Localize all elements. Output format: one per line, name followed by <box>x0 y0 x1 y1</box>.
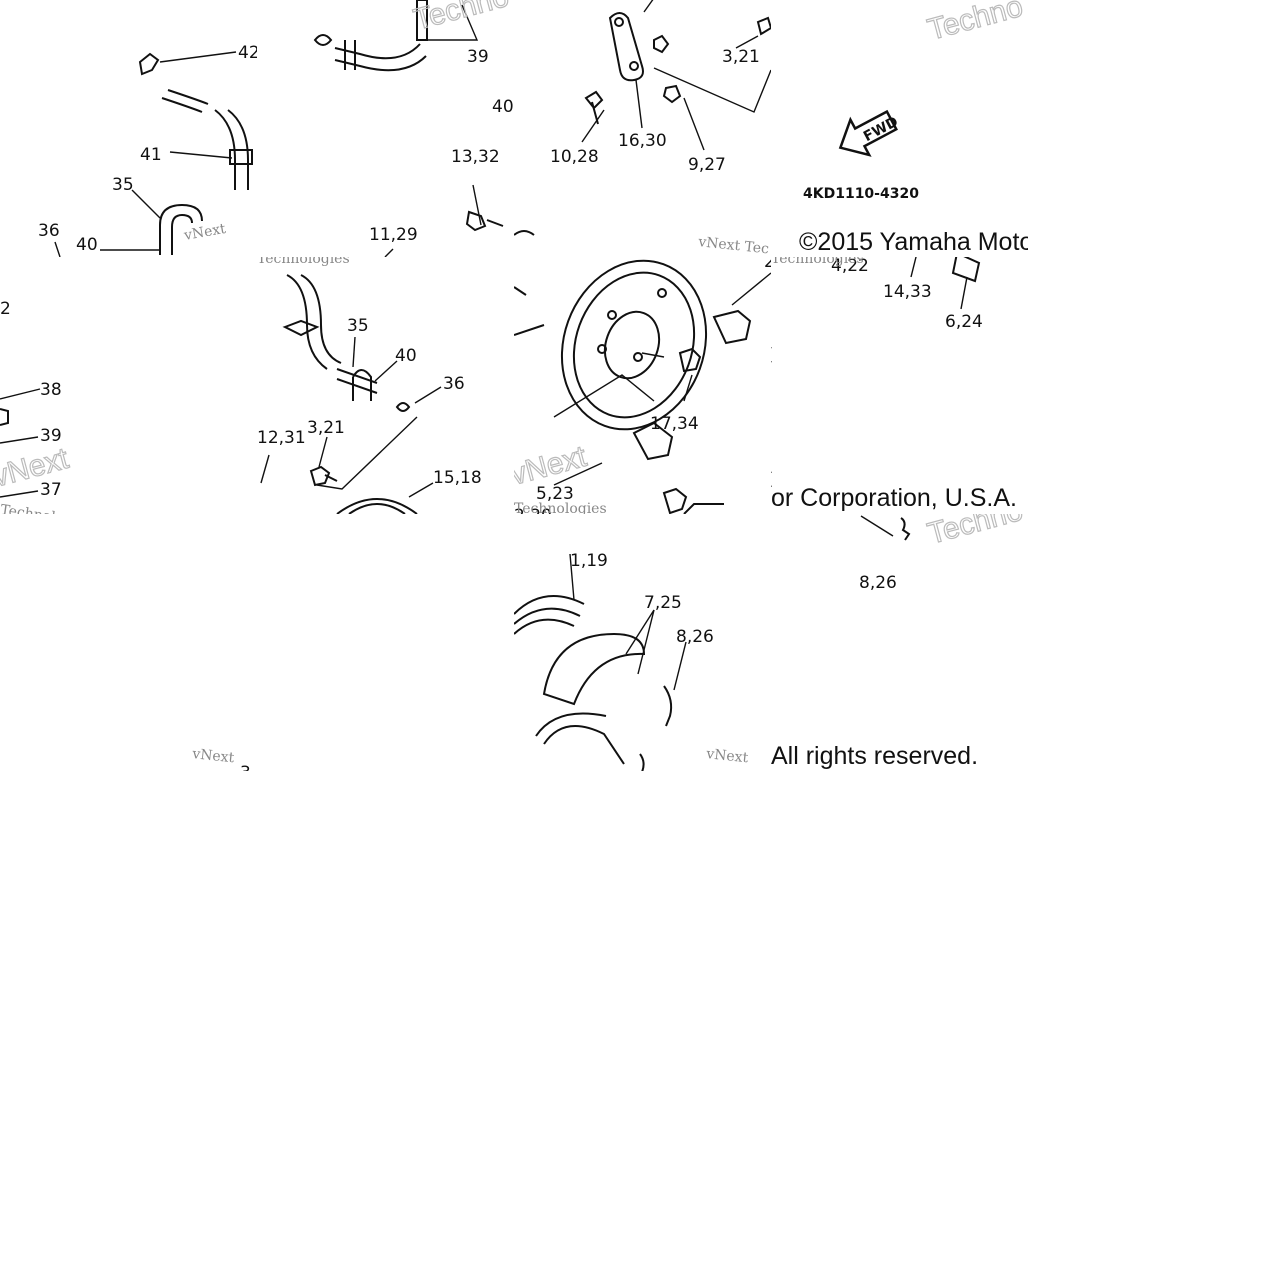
callout-2-cut: 2 <box>0 299 11 319</box>
diagram-tile-r0c0: 42 41 35 36 40 vNext <box>0 0 257 257</box>
callout-2-20: 2,20 <box>514 506 552 514</box>
hose-connector-drawing: 39 40 13,32 11,29 Techno <box>313 0 514 257</box>
callout-2-cut-b: 2 <box>764 257 771 272</box>
watermark-technologies: Techno <box>410 0 512 37</box>
callout-35-b: 35 <box>347 316 369 336</box>
fwd-arrow-and-code: FWD 4KD1110-4320 Techno <box>803 0 1027 202</box>
callout-5-23: 5,23 <box>536 484 574 504</box>
hose-clamp-assembly-drawing: 42 41 35 36 40 vNext <box>38 43 257 257</box>
callout-6-24: 6,24 <box>945 312 983 332</box>
copyright-line-3: All rights reserved. <box>771 742 979 770</box>
diagram-tile-r2c3: 8,26 Techno All rights reserved. <box>771 514 1028 771</box>
diagram-tile-r1c3: 4,22 14,33 6,24 Technologies or Corporat… <box>771 257 1028 514</box>
callout-40-b: 40 <box>395 346 417 366</box>
watermark-technologies-cut: Technologies <box>514 501 607 514</box>
diagram-tile-r1c2: 2 17,34 5,23 2,20 vNext Technologies <box>514 257 771 514</box>
callout-3-21: 3,21 <box>722 47 760 67</box>
diagram-tile-r0c2: 3,21 16,30 10,28 9,27 vNext Tec <box>514 0 771 257</box>
callout-7-25: 7,25 <box>644 593 682 613</box>
watermark-vnext-tec: vNext Tec <box>697 234 770 257</box>
callout-35: 35 <box>112 175 134 195</box>
callout-8-26: 8,26 <box>859 573 897 593</box>
brake-backing-plate-drawing: 2 17,34 5,23 2,20 vNext Technologies <box>514 257 771 514</box>
blank-area: vNext 3,30 <box>191 746 257 771</box>
callout-10-28: 10,28 <box>550 147 599 167</box>
callout-8-26-b: 8,26 <box>676 627 714 647</box>
diagram-tile-r2c1 <box>257 514 514 771</box>
callout-4-22: 4,22 <box>831 257 869 276</box>
diagram-tile-r0c1: 39 40 13,32 11,29 Techno <box>257 0 514 257</box>
callout-36: 36 <box>38 221 60 241</box>
callout-40-cut: 40 <box>492 97 514 117</box>
copyright-line-2: or Corporation, U.S.A. <box>771 484 1017 512</box>
callout-3-30-cut: 3,30 <box>240 763 257 771</box>
brake-shoe-and-spring-drawing: 1,19 7,25 8,26 vNext <box>514 551 750 771</box>
diagram-tile-r2c2: 1,19 7,25 8,26 vNext <box>514 514 771 771</box>
callout-41: 41 <box>140 145 162 165</box>
diagram-tile-r2c0: vNext 3,30 <box>0 514 257 771</box>
callout-3-21-b: 3,21 <box>307 418 345 438</box>
diagram-tile-r0c3: FWD 4KD1110-4320 Techno ©2015 Yamaha Mot… <box>771 0 1028 257</box>
callout-42: 42 <box>238 43 257 63</box>
clamp-group-drawing: 2 38 39 37 vNext Technologies <box>0 299 93 514</box>
callout-16-30: 16,30 <box>618 131 667 151</box>
callout-12-31: 12,31 <box>257 428 306 448</box>
callout-39: 39 <box>467 47 489 67</box>
diagram-code: 4KD1110-4320 <box>803 186 919 202</box>
callout-37: 37 <box>40 480 62 500</box>
callout-13-32: 13,32 <box>451 147 500 167</box>
callout-36-b: 36 <box>443 374 465 394</box>
callout-9-27: 9,27 <box>688 155 726 175</box>
watermark-next: vNext <box>0 442 73 494</box>
diagram-tile-r1c0: 2 38 39 37 vNext Technologies <box>0 257 257 514</box>
watermark-technologies-small: Technologies <box>0 502 93 514</box>
copyright-line-1: ©2015 Yamaha Moto <box>799 228 1028 256</box>
brake-cam-lever-drawing: 3,21 16,30 10,28 9,27 vNext Tec <box>514 0 771 257</box>
diagram-tile-r1c1: 35 40 36 12,31 3,21 15,18 Technologies <box>257 257 514 514</box>
callout-15-18: 15,18 <box>433 468 482 488</box>
watermark-technologies-corner: Techno <box>924 0 1026 47</box>
callout-1-19: 1,19 <box>570 551 608 571</box>
watermark-technologies-top: Technologies <box>257 257 350 267</box>
watermark-technologies-r1c3: Technologies <box>771 257 864 267</box>
spring-callout-drawing: 8,26 Techno <box>859 514 1027 593</box>
callout-14-33: 14,33 <box>883 282 932 302</box>
callout-11-29: 11,29 <box>369 225 418 245</box>
watermark-vnext-r2c2: vNext <box>705 746 750 766</box>
watermark-vnext: vNext <box>182 221 227 244</box>
callout-17-34: 17,34 <box>650 414 699 434</box>
watermark-technologies-r2c3: Techno <box>924 514 1026 551</box>
brake-drum-edge-drawing: 4,22 14,33 6,24 Technologies <box>771 257 983 487</box>
callout-39-b: 39 <box>40 426 62 446</box>
callout-38: 38 <box>40 380 62 400</box>
hose-and-clamps-drawing: 35 40 36 12,31 3,21 15,18 Technologies <box>257 257 482 514</box>
callout-40: 40 <box>76 235 98 255</box>
watermark-vnext-r2c0: vNext <box>191 746 236 766</box>
fwd-arrow-icon: FWD <box>838 109 901 157</box>
